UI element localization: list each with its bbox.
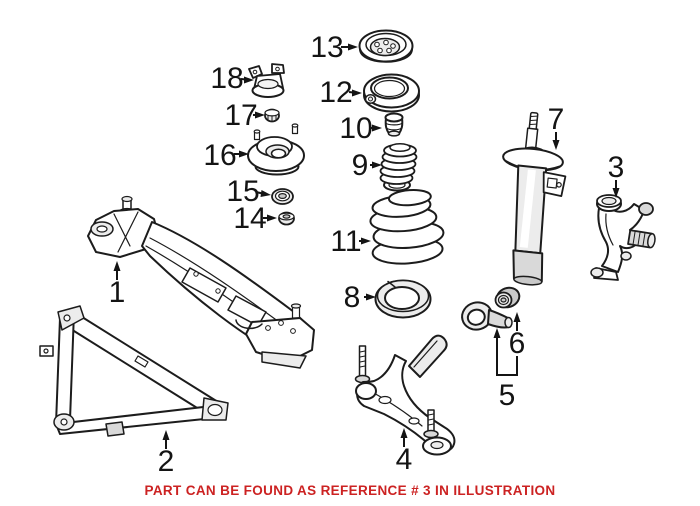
part-1-subframe-crossmember <box>87 195 315 369</box>
callout-13-number: 13 <box>310 31 343 64</box>
callout-8-arrow <box>364 293 376 301</box>
callout-18-arrow <box>240 76 254 84</box>
callout-11-number: 11 <box>330 225 361 258</box>
part-5-bushing-with-eye <box>461 301 513 331</box>
callout-1-number: 1 <box>109 276 126 309</box>
callout-1-arrow <box>113 261 121 280</box>
callout-4-arrow <box>400 428 408 447</box>
callout-15-number: 15 <box>226 175 259 208</box>
callout-3-arrow <box>612 180 620 198</box>
callout-11-arrow <box>359 237 371 245</box>
callout-13-arrow <box>341 43 358 51</box>
callout-12: 12 <box>319 76 362 109</box>
callout-3-number: 3 <box>608 151 625 184</box>
callout-18: 18 <box>210 62 254 95</box>
part-17-nut <box>264 108 280 123</box>
part-2-reinforcement-brace <box>39 305 229 437</box>
part-14-cap-nut <box>278 211 295 226</box>
callout-14-arrow <box>263 214 277 222</box>
callout-18-number: 18 <box>210 62 243 95</box>
part-10-bump-stop <box>384 112 404 137</box>
part-11-coil-spring <box>369 188 445 265</box>
callout-4: 4 <box>396 428 413 476</box>
part-4-control-arm <box>354 334 456 456</box>
callout-15: 15 <box>226 175 271 208</box>
callout-1: 1 <box>109 261 126 309</box>
callout-17: 17 <box>224 99 265 132</box>
callout-12-arrow <box>348 89 362 97</box>
callout-9-number: 9 <box>352 149 369 182</box>
callout-16-number: 16 <box>203 139 236 172</box>
reference-note: PART CAN BE FOUND AS REFERENCE # 3 IN IL… <box>144 483 556 498</box>
callout-7-number: 7 <box>548 103 565 136</box>
part-15-washer <box>271 188 294 205</box>
part-7-strut <box>502 111 567 286</box>
part-16-support-bearing <box>247 123 305 176</box>
callout-2-number: 2 <box>158 445 175 478</box>
callout-8: 8 <box>344 281 376 314</box>
part-6-bushing <box>494 286 521 309</box>
part-12-spring-seat-ring <box>363 73 420 113</box>
callout-15-arrow <box>255 190 271 197</box>
callout-7-arrow <box>552 132 560 150</box>
callout-17-number: 17 <box>224 99 257 132</box>
callout-5: 5 <box>493 328 518 412</box>
callout-8-number: 8 <box>344 281 361 314</box>
callout-5-number: 5 <box>499 379 516 412</box>
callout-3: 3 <box>608 151 625 198</box>
part-9-bellows <box>379 142 418 192</box>
callout-9-arrow <box>370 161 382 169</box>
callout-16: 16 <box>203 139 249 172</box>
part-3-steering-knuckle <box>590 194 656 281</box>
callout-9: 9 <box>352 149 382 182</box>
part-8-spring-pad <box>374 279 432 319</box>
callout-2-arrow <box>162 430 170 449</box>
callout-13: 13 <box>310 31 358 64</box>
callout-10-arrow <box>369 124 382 132</box>
callout-10-number: 10 <box>339 112 372 145</box>
callout-12-number: 12 <box>319 76 352 109</box>
callout-11: 11 <box>330 225 371 258</box>
callout-6-arrow <box>513 312 521 331</box>
part-18-upper-mount <box>248 63 285 98</box>
part-13-strut-mount-plate <box>358 29 414 63</box>
callout-14-number: 14 <box>233 202 266 235</box>
callout-16-arrow <box>234 150 249 158</box>
callout-17-arrow <box>253 111 265 119</box>
callout-6-number: 6 <box>509 327 526 360</box>
callout-4-number: 4 <box>396 443 413 476</box>
callout-14: 14 <box>233 202 277 235</box>
callout-7: 7 <box>548 103 565 150</box>
callout-2: 2 <box>158 430 175 478</box>
callout-5-bracket-arrow <box>493 328 518 376</box>
callout-10: 10 <box>339 112 382 145</box>
callout-6: 6 <box>509 312 526 360</box>
